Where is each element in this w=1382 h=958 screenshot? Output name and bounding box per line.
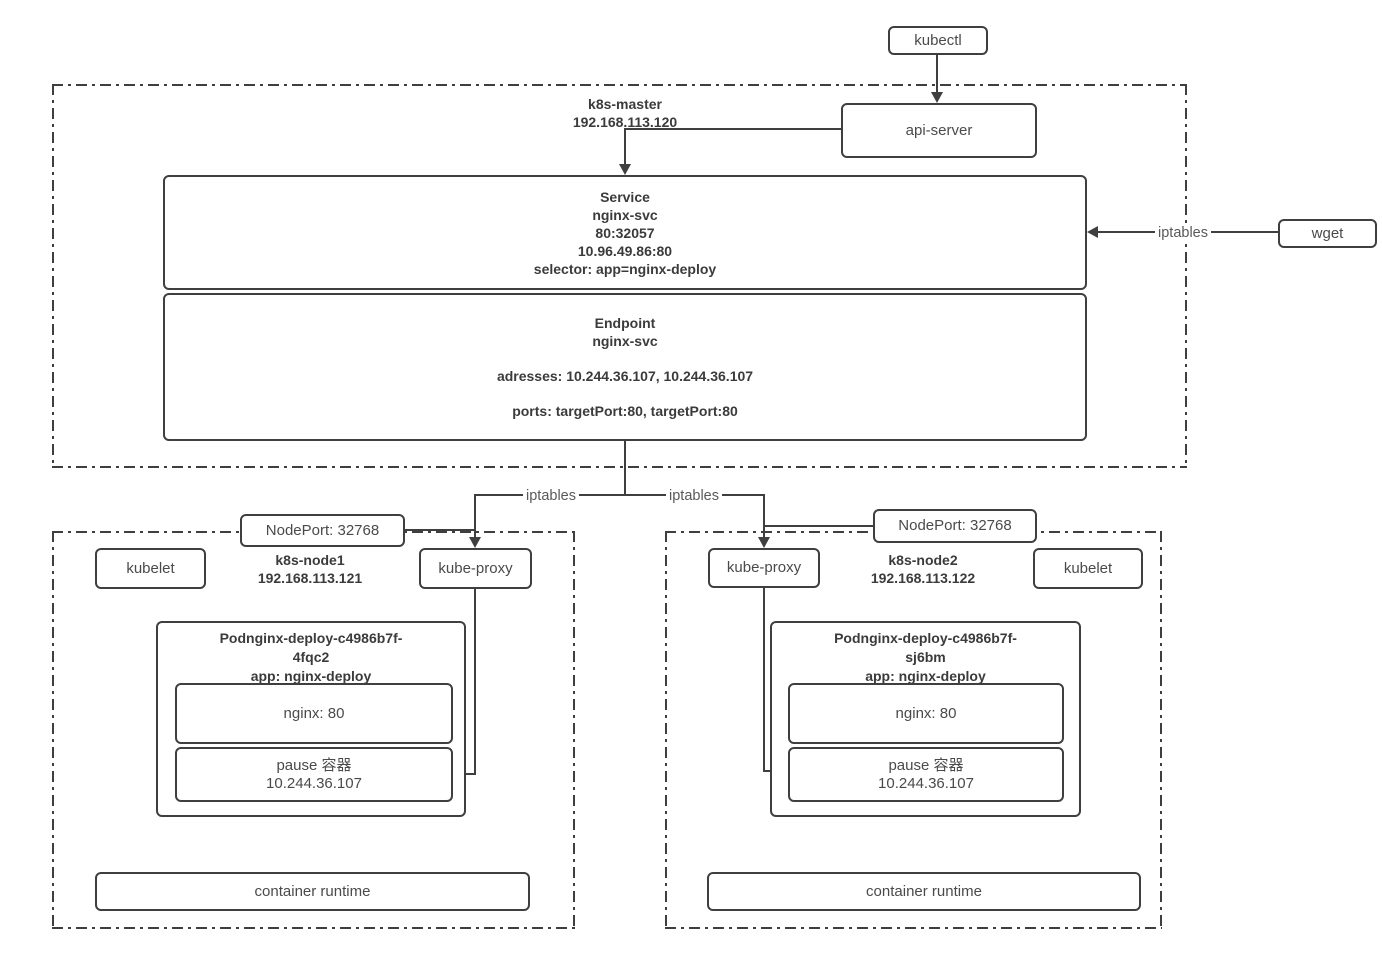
service-cluster-ip: 10.96.49.86:80 — [577, 242, 673, 259]
arrowhead-left-kubeproxy — [469, 537, 481, 548]
node1-ip: 192.168.113.121 — [257, 570, 363, 586]
wget-label: wget — [1311, 224, 1344, 242]
edge-apiserver-service-v — [624, 128, 626, 165]
edge-nodeport2-line — [764, 525, 874, 527]
node2-boundary-left — [665, 531, 667, 929]
edge-apiserver-service-h — [624, 128, 841, 130]
node2-name: k8s-node2 — [888, 552, 958, 568]
master-boundary-left — [52, 84, 54, 468]
edge-split-left-v — [474, 494, 476, 538]
node2-pause-label: pause 容器 — [888, 756, 964, 774]
node2-ip: 192.168.113.122 — [870, 570, 976, 586]
node1-nodeport-box: NodePort: 32768 — [240, 514, 405, 547]
endpoint-name: nginx-svc — [592, 333, 658, 349]
edge-endpoint-split — [624, 441, 626, 496]
endpoint-ports: ports: targetPort:80, targetPort:80 — [512, 403, 738, 419]
node1-boundary-left — [52, 531, 54, 929]
edge-kubeproxy1-pause-v — [474, 589, 476, 775]
endpoint-title: Endpoint — [594, 315, 656, 331]
arrowhead-apiserver-service — [619, 164, 631, 175]
node2-boundary-bottom — [665, 927, 1162, 929]
node2-nodeport-label: NodePort: 32768 — [898, 517, 1012, 534]
service-title: Service — [600, 188, 650, 205]
node2-pod-title-line1: Podnginx-deploy-c4986b7f- — [834, 630, 1017, 646]
node2-pod-title: Podnginx-deploy-c4986b7f- sj6bm app: ngi… — [834, 629, 1017, 686]
kubectl-box: kubectl — [888, 26, 988, 55]
node1-pause-container-box: pause 容器 10.244.36.107 — [175, 747, 453, 802]
node1-pod-title-line2: 4fqc2 — [292, 649, 330, 665]
service-name: nginx-svc — [592, 206, 658, 223]
node2-label: k8s-node2 192.168.113.122 — [823, 551, 1023, 587]
node2-container-runtime-label: container runtime — [866, 882, 982, 900]
master-boundary-right — [1185, 84, 1187, 468]
node1-nginx-label: nginx: 80 — [283, 704, 345, 722]
master-ip: 192.168.113.120 — [572, 114, 678, 130]
node1-nginx-container-box: nginx: 80 — [175, 683, 453, 744]
node1-container-runtime-label: container runtime — [254, 882, 371, 900]
node2-container-runtime-box: container runtime — [707, 872, 1141, 911]
arrowhead-wget-service — [1087, 226, 1098, 238]
api-server-label: api-server — [905, 121, 973, 139]
node1-pod-title: Podnginx-deploy-c4986b7f- 4fqc2 app: ngi… — [220, 629, 403, 686]
edge-split-right-v — [763, 494, 765, 538]
node2-kube-proxy-label: kube-proxy — [726, 559, 802, 576]
service-box: Service nginx-svc 80:32057 10.96.49.86:8… — [163, 175, 1087, 290]
node1-kubelet-label: kubelet — [126, 559, 175, 577]
node2-pod-title-line2: sj6bm — [905, 649, 946, 665]
master-name: k8s-master — [588, 96, 662, 112]
edge-label-iptables-wget: iptables — [1155, 225, 1211, 241]
node2-pause-ip: 10.244.36.107 — [878, 774, 974, 792]
node1-kube-proxy-box: kube-proxy — [419, 548, 532, 589]
node1-label: k8s-node1 192.168.113.121 — [210, 551, 410, 587]
edge-kubeproxy2-pause-v — [763, 588, 765, 772]
node1-kubelet-box: kubelet — [95, 548, 206, 589]
node1-container-runtime-box: container runtime — [95, 872, 530, 911]
edge-label-iptables-left: iptables — [523, 488, 579, 504]
node2-pause-container-box: pause 容器 10.244.36.107 — [788, 747, 1064, 802]
endpoint-addresses: adresses: 10.244.36.107, 10.244.36.107 — [496, 368, 754, 384]
node2-nginx-label: nginx: 80 — [895, 704, 957, 722]
node1-pod-title-line1: Podnginx-deploy-c4986b7f- — [219, 630, 403, 646]
service-port-mapping: 80:32057 — [595, 224, 655, 241]
arrowhead-kubectl-apiserver — [931, 92, 943, 103]
kubectl-label: kubectl — [914, 31, 962, 49]
edge-label-iptables-right: iptables — [666, 488, 722, 504]
node2-kube-proxy-box: kube-proxy — [708, 548, 820, 588]
master-boundary-bottom — [52, 466, 1187, 468]
service-selector: selector: app=nginx-deploy — [533, 260, 717, 277]
master-label: k8s-master 192.168.113.120 — [525, 95, 725, 131]
node2-pod-box: Podnginx-deploy-c4986b7f- sj6bm app: ngi… — [770, 621, 1081, 817]
endpoint-box: Endpoint nginx-svc adresses: 10.244.36.1… — [163, 293, 1087, 441]
node1-pause-label: pause 容器 — [276, 756, 352, 774]
node1-pod-title-line3: app: nginx-deploy — [250, 668, 372, 684]
edge-nodeport1-line — [405, 529, 476, 531]
node2-kubelet-label: kubelet — [1063, 559, 1113, 577]
node1-pause-ip: 10.244.36.107 — [266, 774, 362, 792]
api-server-box: api-server — [841, 103, 1037, 158]
node2-pod-title-line3: app: nginx-deploy — [865, 668, 986, 684]
master-boundary-top — [52, 84, 1187, 86]
wget-box: wget — [1278, 219, 1377, 248]
node1-pod-box: Podnginx-deploy-c4986b7f- 4fqc2 app: ngi… — [156, 621, 466, 817]
node1-kube-proxy-label: kube-proxy — [438, 559, 513, 577]
node2-boundary-right — [1160, 531, 1162, 929]
node2-kubelet-box: kubelet — [1033, 548, 1143, 589]
arrowhead-right-kubeproxy — [758, 537, 770, 548]
node2-nodeport-box: NodePort: 32768 — [873, 509, 1037, 543]
edge-kubectl-apiserver — [936, 55, 938, 93]
node1-boundary-bottom — [52, 927, 575, 929]
node2-nginx-container-box: nginx: 80 — [788, 683, 1064, 744]
node1-boundary-right — [573, 531, 575, 929]
node1-nodeport-label: NodePort: 32768 — [265, 521, 380, 539]
edge-kubeproxy1-pause-h — [463, 773, 476, 775]
node1-name: k8s-node1 — [275, 552, 345, 568]
